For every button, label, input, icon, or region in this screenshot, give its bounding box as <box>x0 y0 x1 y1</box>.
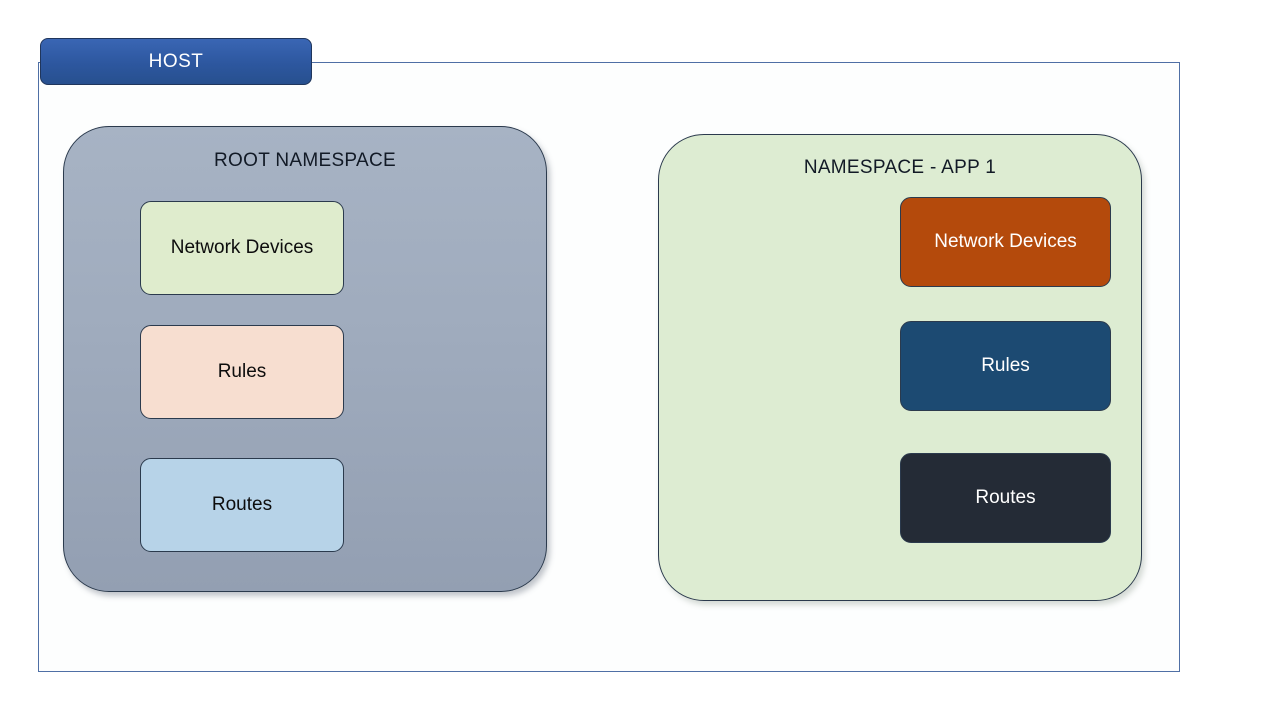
host-label-text: HOST <box>148 50 204 72</box>
root-namespace-rules-box: Rules <box>140 325 344 419</box>
root-namespace-container: ROOT NAMESPACE Network Devices Rules Rou… <box>63 126 547 592</box>
app1-namespace-routes-box: Routes <box>900 453 1111 543</box>
app1-namespace-rules-label: Rules <box>981 355 1030 376</box>
app1-namespace-title: NAMESPACE - APP 1 <box>803 157 997 178</box>
app1-namespace-network-devices-box: Network Devices <box>900 197 1111 287</box>
app1-namespace-routes-label: Routes <box>975 487 1036 508</box>
app1-namespace-rules-box: Rules <box>900 321 1111 411</box>
root-namespace-network-devices-box: Network Devices <box>140 201 344 295</box>
root-namespace-rules-label: Rules <box>217 361 267 382</box>
app1-namespace-container: NAMESPACE - APP 1 Network Devices Rules … <box>658 134 1142 601</box>
app1-namespace-network-devices-label: Network Devices <box>934 231 1077 252</box>
root-namespace-routes-label: Routes <box>211 494 273 515</box>
root-namespace-network-devices-label: Network Devices <box>170 237 314 258</box>
host-label-tab: HOST <box>40 38 312 85</box>
root-namespace-title: ROOT NAMESPACE <box>214 150 396 171</box>
root-namespace-routes-box: Routes <box>140 458 344 552</box>
